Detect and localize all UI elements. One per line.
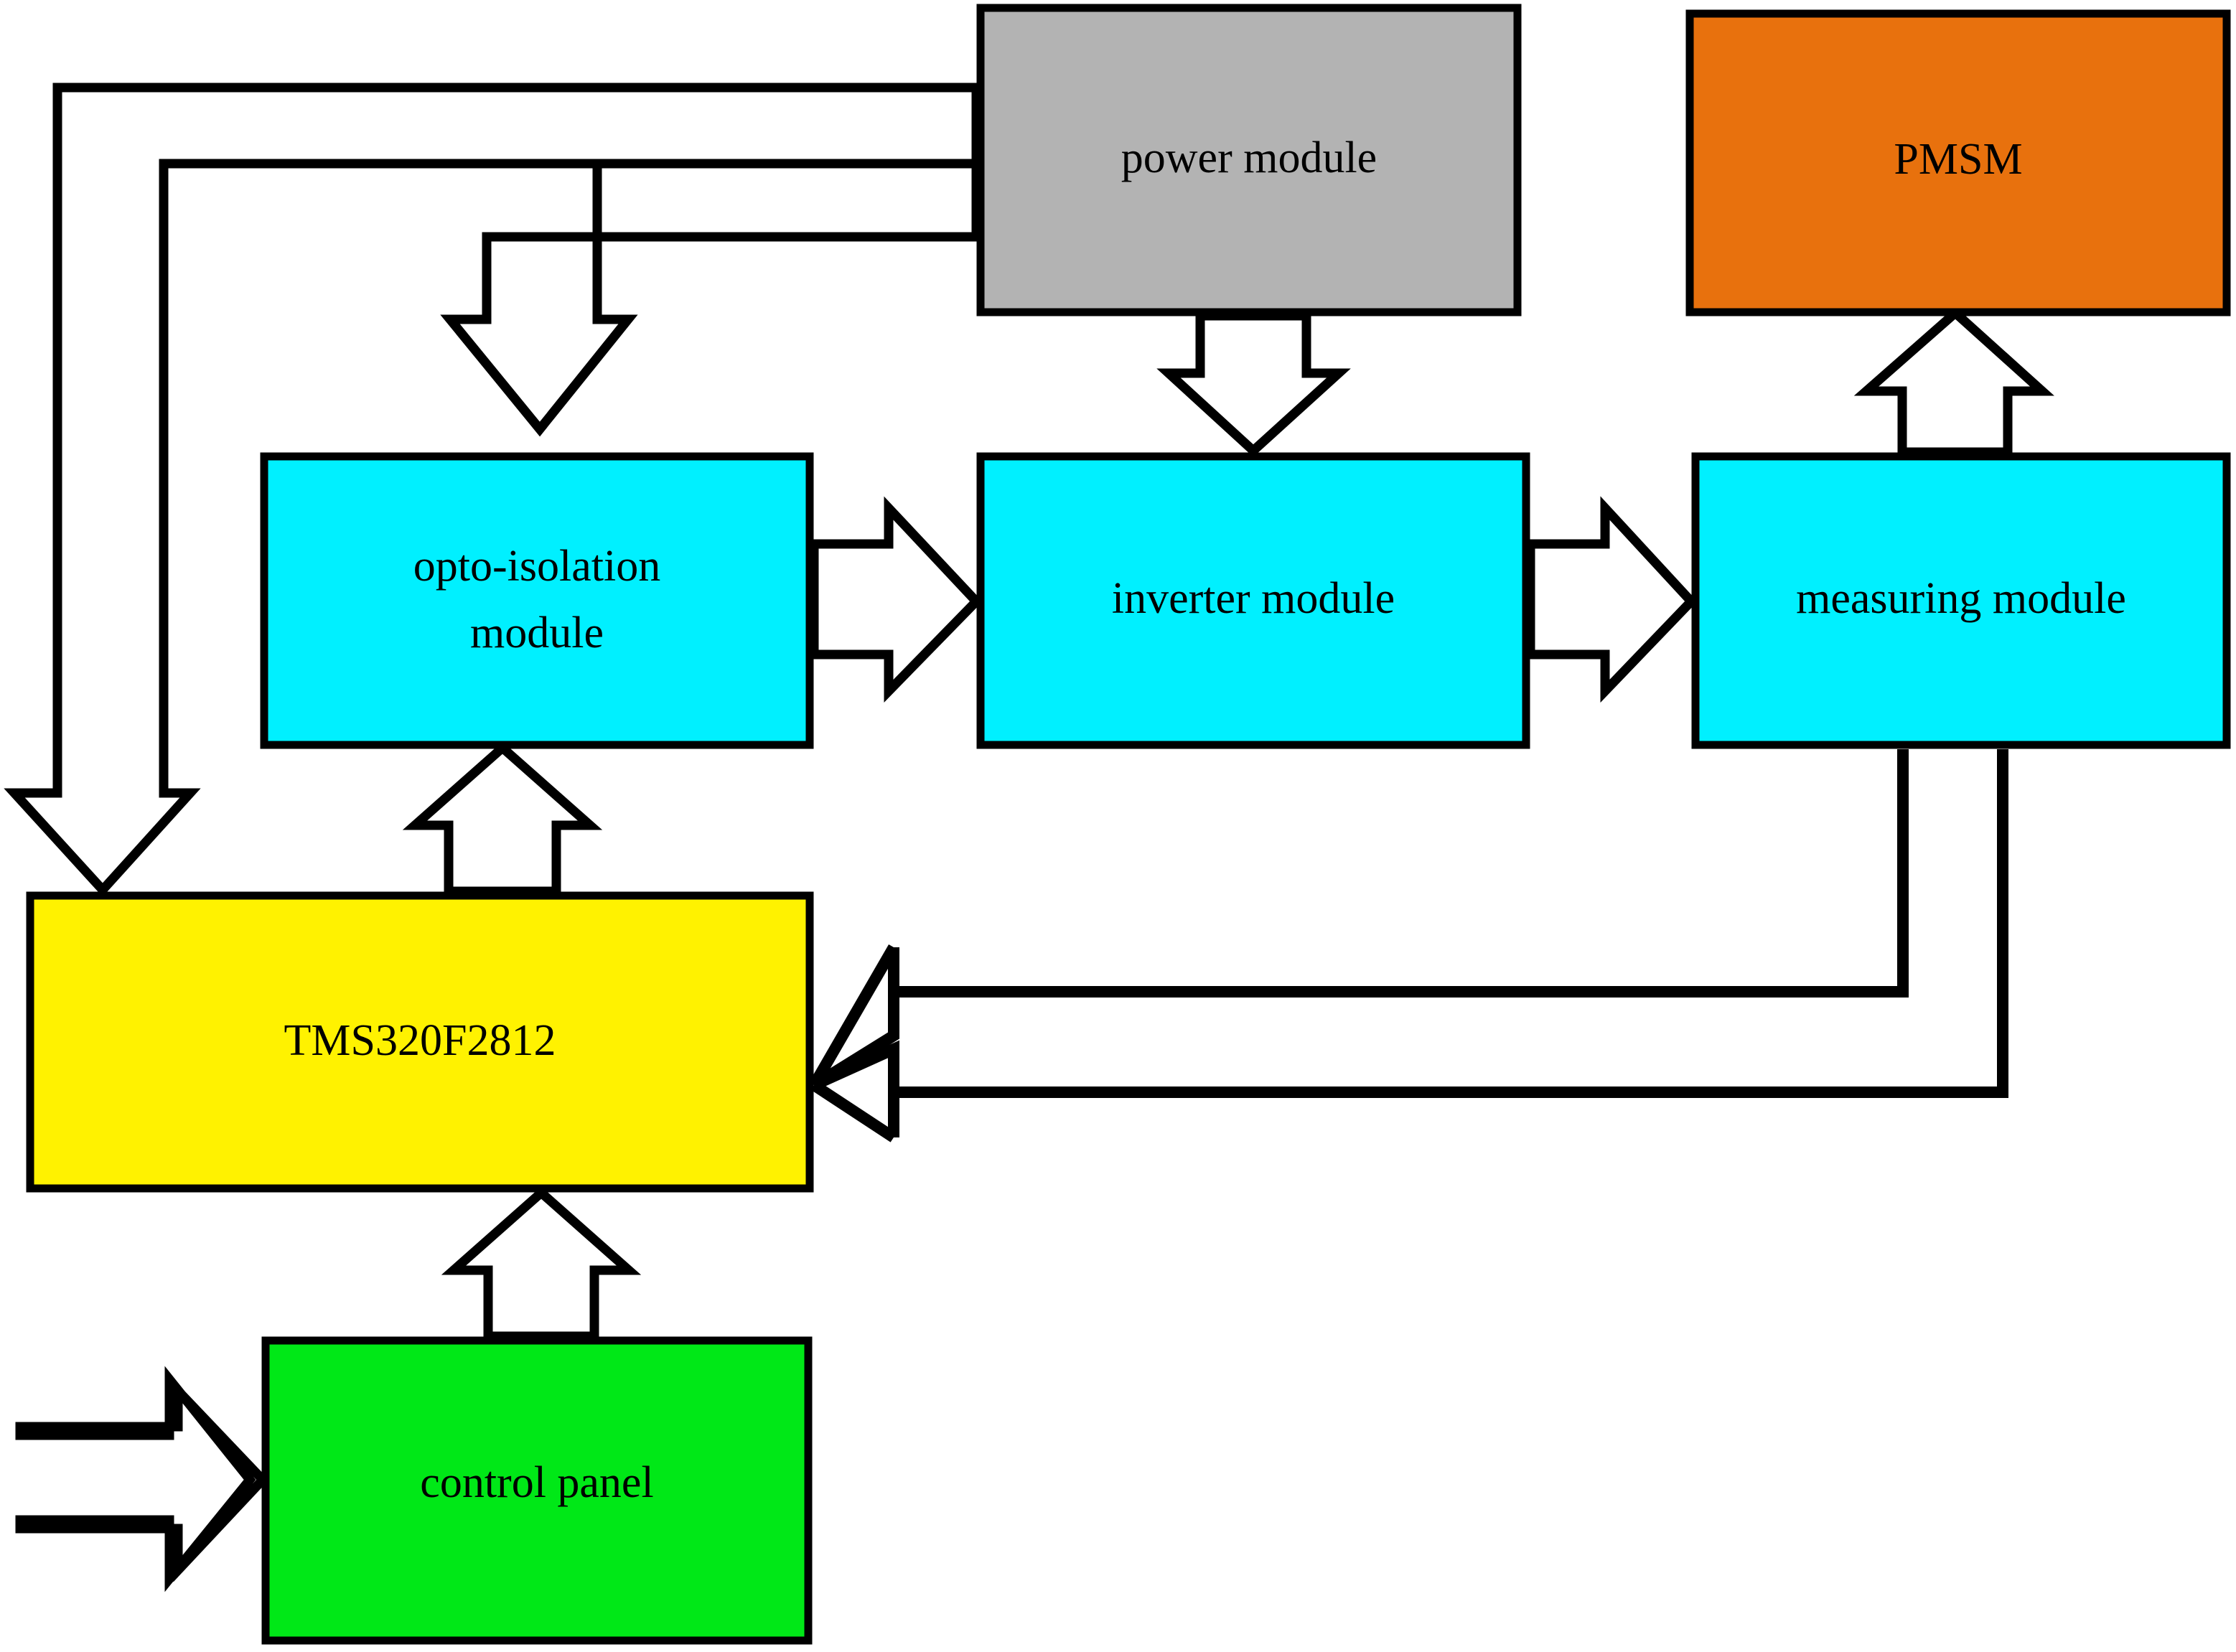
node-opto-isolation-module[interactable]: opto-isolation module (260, 452, 814, 749)
arrow-tms-to-opto (402, 741, 603, 896)
node-tms320f2812[interactable]: TMS320F2812 (26, 891, 814, 1193)
arrow-opto-to-inverter (809, 496, 983, 703)
node-measuring-module[interactable]: measuring module (1691, 452, 2231, 749)
control-panel-box[interactable] (261, 1336, 813, 1645)
node-inverter-module[interactable]: inverter module (976, 452, 1530, 749)
arrow-power-to-tms (4, 83, 981, 897)
arrow-measuring-to-pmsm (1853, 306, 2054, 457)
measuring-module-box[interactable] (1691, 452, 2231, 749)
arrow-measuring-to-tms-upper (894, 749, 1909, 998)
arrow-inverter-to-measuring (1525, 496, 1698, 703)
arrowhead-measuring-to-tms-lower (811, 1040, 899, 1137)
opto-isolation-module-box[interactable] (260, 452, 814, 749)
inverter-module-box[interactable] (976, 452, 1530, 749)
arrowhead-measuring-to-tms-upper-b (809, 944, 899, 1089)
node-power-module[interactable]: power module (976, 4, 1522, 316)
arrow-power-to-opto (440, 159, 981, 437)
tms320f2812-box[interactable] (26, 891, 814, 1193)
arrowhead-measuring-to-tms-lower-b (810, 1080, 897, 1142)
node-control-panel[interactable]: control panel (261, 1336, 813, 1645)
arrow-power-to-inverter (1156, 311, 1351, 457)
power-module-box[interactable] (976, 4, 1522, 316)
arrow-control-panel-to-tms (441, 1186, 642, 1341)
pmsm-box[interactable] (1685, 9, 2231, 316)
node-pmsm[interactable]: PMSM (1685, 9, 2231, 316)
arrow-measuring-to-tms-lower (894, 749, 2008, 1098)
arrow-external-input-to-control-panel (15, 1366, 269, 1592)
